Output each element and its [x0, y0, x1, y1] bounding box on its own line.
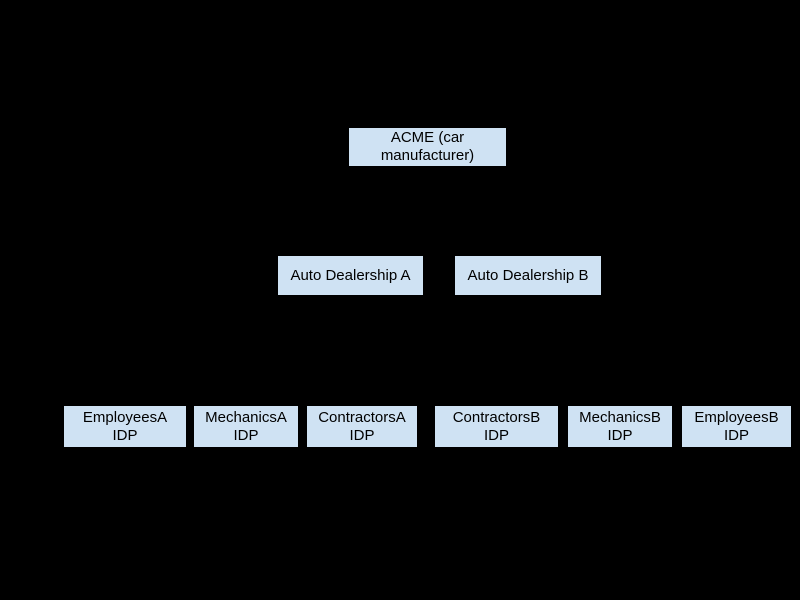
node-label-line1: ContractorsA: [318, 408, 406, 426]
node-label-line2: IDP: [112, 426, 138, 444]
node-label-line1: ContractorsB: [452, 408, 541, 426]
node-contractors-a-idp: ContractorsA IDP: [306, 405, 418, 448]
node-label-line2: IDP: [723, 426, 749, 444]
node-label-line2: manufacturer): [380, 147, 475, 164]
node-label-line2: IDP: [233, 426, 259, 444]
node-acme: ACME (car manufacturer): [348, 127, 507, 167]
node-label-line1: ACME (car: [390, 129, 465, 146]
node-auto-dealership-b: Auto Dealership B: [454, 255, 602, 296]
node-label-line1: EmployeesB: [694, 408, 779, 426]
node-mechanics-a-idp: MechanicsA IDP: [193, 405, 299, 448]
node-label-line1: MechanicsA: [205, 408, 287, 426]
node-contractors-b-idp: ContractorsB IDP: [434, 405, 559, 448]
node-label-line2: IDP: [607, 426, 633, 444]
node-label-line1: Auto Dealership A: [290, 266, 411, 284]
node-auto-dealership-a: Auto Dealership A: [277, 255, 424, 296]
node-label-line1: MechanicsB: [579, 408, 661, 426]
node-label-line2: IDP: [483, 426, 509, 444]
node-label-line1: Auto Dealership B: [467, 266, 589, 284]
node-label-line1: EmployeesA: [82, 408, 168, 426]
node-employees-a-idp: EmployeesA IDP: [63, 405, 187, 448]
node-mechanics-b-idp: MechanicsB IDP: [567, 405, 673, 448]
node-employees-b-idp: EmployeesB IDP: [681, 405, 792, 448]
node-label-line2: IDP: [349, 426, 375, 444]
